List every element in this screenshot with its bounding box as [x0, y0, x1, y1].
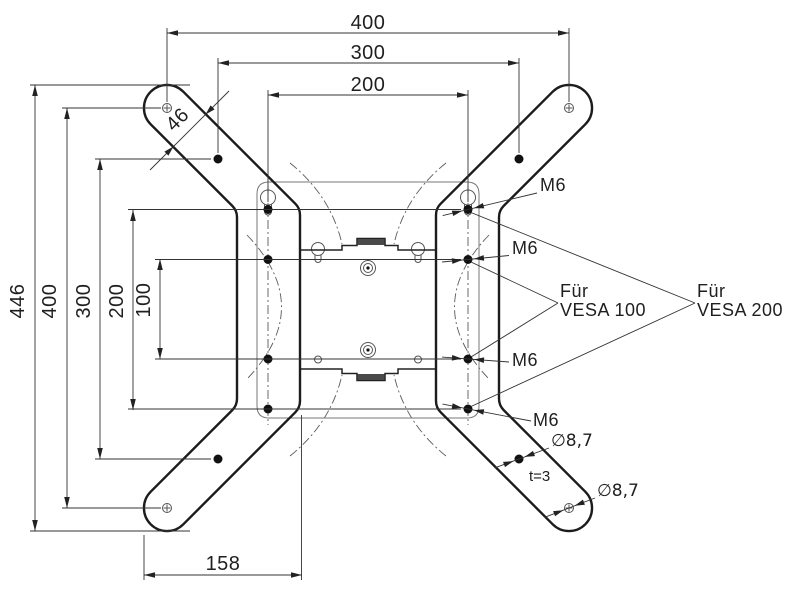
thickness-label: t=3 [529, 468, 550, 485]
hole-dia-label-1: ∅8,7 [551, 431, 593, 451]
extension-lines [30, 28, 570, 580]
dim-label-200-left: 200 [106, 284, 128, 319]
dim-label-400-left: 400 [39, 284, 61, 319]
dim-label-200-top: 200 [351, 74, 386, 96]
center-plate [301, 237, 435, 382]
holes [162, 103, 574, 513]
dimension-lines [34, 32, 569, 576]
bracket-outlines [142, 83, 594, 533]
labels: 400 300 200 446 400 300 200 100 158 46 M… [7, 12, 783, 575]
dim-label-400-top: 400 [351, 12, 386, 34]
dim-label-300-left: 300 [73, 284, 95, 319]
dim-label-446-left: 446 [7, 284, 29, 319]
dim-label-158-bottom: 158 [206, 553, 241, 575]
vesa100-label-line2: VESA 100 [560, 300, 646, 320]
vesa200-label-line1: Für [697, 281, 726, 301]
thread-label-m6-2: M6 [512, 238, 538, 258]
arm-holes [213, 154, 524, 464]
arrowheads [32, 30, 585, 578]
left-bracket-outline [142, 83, 302, 533]
right-bracket-outline [434, 83, 594, 533]
dim-label-300-top: 300 [351, 42, 386, 64]
hole-dia-label-2: ∅8,7 [597, 481, 639, 501]
vesa100-label-line1: Für [560, 281, 589, 301]
dim-label-100-left: 100 [133, 283, 155, 318]
thread-label-m6-3: M6 [512, 350, 538, 370]
thread-label-m6-4: M6 [533, 410, 559, 430]
rear-plate-outline [256, 181, 480, 419]
end-holes [162, 103, 574, 513]
phantom-lines [246, 162, 490, 457]
thread-label-m6-1: M6 [540, 175, 566, 195]
leader-lines [442, 192, 696, 518]
vesa200-label-line2: VESA 200 [697, 300, 783, 320]
vesa-holes [263, 205, 473, 414]
